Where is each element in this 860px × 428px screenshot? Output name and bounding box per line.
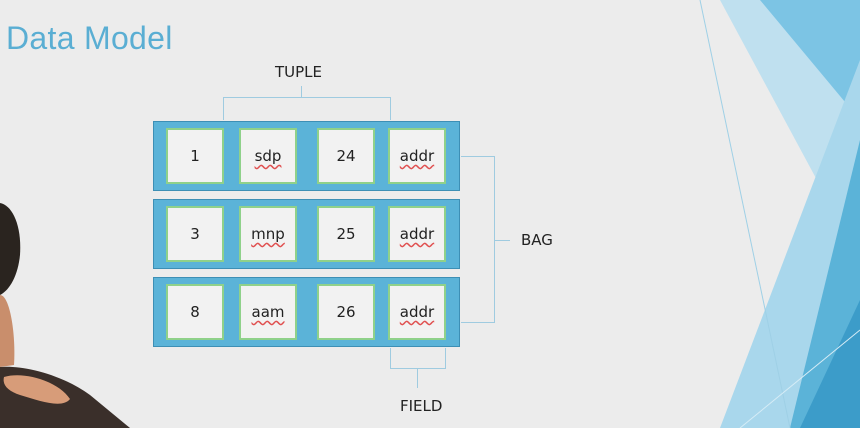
field-cell: mnp xyxy=(239,206,297,262)
tuple-label: TUPLE xyxy=(275,63,323,81)
field-cell: sdp xyxy=(239,128,297,184)
bag-bracket xyxy=(461,156,495,323)
bag-bracket-stem xyxy=(494,240,510,241)
tuple-bracket xyxy=(223,97,391,120)
field-cell: aam xyxy=(239,284,297,340)
field-label: FIELD xyxy=(400,397,443,415)
tuple-row-2: 3 mnp 25 addr xyxy=(153,199,460,269)
field-bracket-stem xyxy=(417,368,418,388)
field-cell: addr xyxy=(388,206,446,262)
field-text: addr xyxy=(399,225,435,243)
presenter-video-overlay xyxy=(0,203,130,428)
field-cell: 3 xyxy=(166,206,224,262)
field-cell: addr xyxy=(388,128,446,184)
bag-label: BAG xyxy=(521,231,553,249)
tuple-row-1: 1 sdp 24 addr xyxy=(153,121,460,191)
field-text: sdp xyxy=(254,147,282,165)
tuple-bracket-stem xyxy=(301,86,302,97)
field-text: aam xyxy=(251,303,285,321)
field-cell: 26 xyxy=(317,284,375,340)
field-text: addr xyxy=(399,147,435,165)
tuple-row-3: 8 aam 26 addr xyxy=(153,277,460,347)
slide-title: Data Model xyxy=(6,20,173,56)
field-cell: 25 xyxy=(317,206,375,262)
field-text: mnp xyxy=(251,225,285,243)
field-bracket xyxy=(390,348,446,369)
field-cell: addr xyxy=(388,284,446,340)
field-cell: 24 xyxy=(317,128,375,184)
field-text: addr xyxy=(399,303,435,321)
field-cell: 1 xyxy=(166,128,224,184)
field-cell: 8 xyxy=(166,284,224,340)
